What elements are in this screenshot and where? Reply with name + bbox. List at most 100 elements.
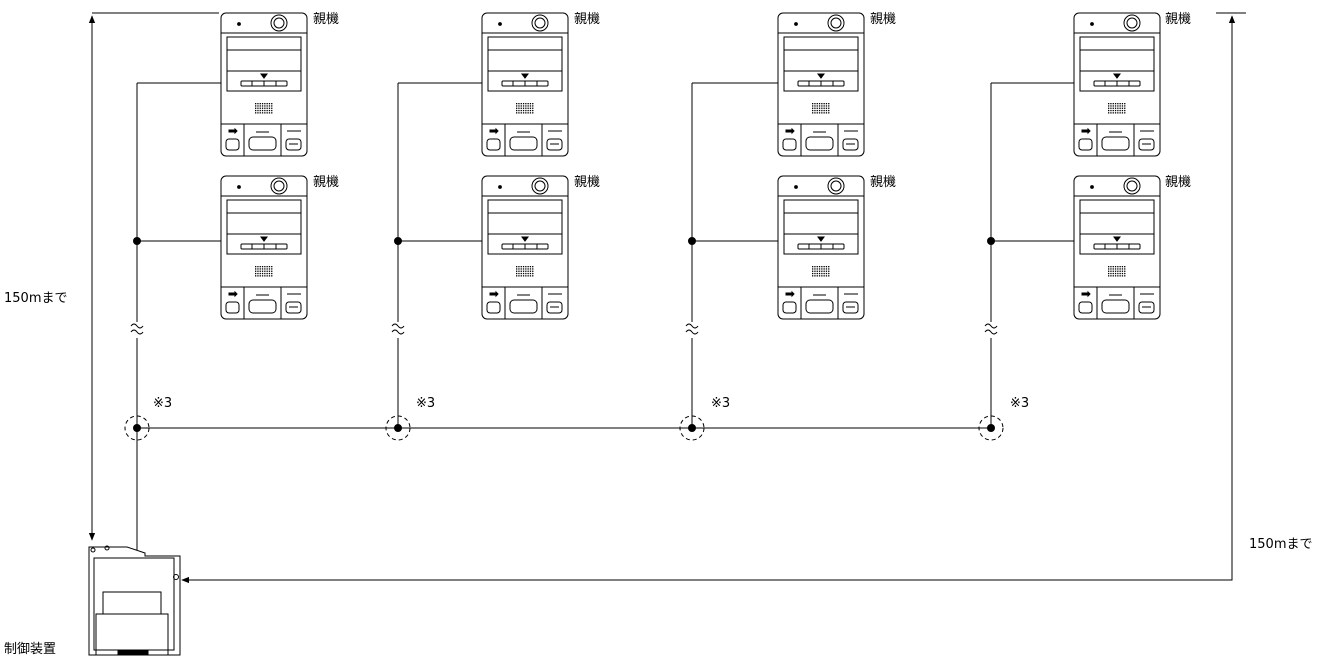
speaker-hole xyxy=(522,275,525,277)
speaker-hole xyxy=(814,105,816,107)
key-icon xyxy=(785,290,795,298)
master-unit-label: 親機 xyxy=(313,12,340,27)
speaker-hole xyxy=(1121,268,1124,270)
speaker-hole xyxy=(261,272,264,275)
speaker-hole xyxy=(257,105,259,107)
speaker-hole xyxy=(532,272,534,275)
speaker-hole xyxy=(255,270,257,272)
speaker-hole xyxy=(1117,266,1119,268)
speaker-hole xyxy=(268,266,271,268)
speaker-hole xyxy=(828,270,830,272)
speaker-hole xyxy=(532,112,534,114)
speaker-hole xyxy=(1121,107,1124,109)
speaker-hole xyxy=(522,105,525,107)
speaker-hole xyxy=(264,107,266,109)
junction-dot xyxy=(987,237,995,245)
key-icon xyxy=(489,290,499,298)
speaker-hole xyxy=(1117,272,1119,275)
speaker-hole xyxy=(259,268,261,270)
speaker-hole xyxy=(525,272,527,275)
speaker-hole xyxy=(1108,266,1110,268)
speaker-hole xyxy=(516,112,518,114)
speaker-hole xyxy=(828,109,830,112)
unit-led-dot xyxy=(794,185,798,189)
note-mark: ※3 xyxy=(711,396,731,411)
speaker-hole xyxy=(821,268,823,270)
speaker-hole xyxy=(264,105,266,107)
speaker-hole xyxy=(1110,272,1112,275)
speaker-hole xyxy=(1124,103,1126,105)
speaker-hole xyxy=(520,270,522,272)
speaker-hole xyxy=(1124,105,1126,107)
speaker-hole xyxy=(828,268,830,270)
speaker-hole xyxy=(1114,270,1117,272)
speaker-hole xyxy=(522,109,525,112)
speaker-hole xyxy=(1108,270,1110,272)
speaker-hole xyxy=(257,107,259,109)
speaker-hole xyxy=(1112,272,1114,275)
speaker-hole xyxy=(529,266,532,268)
speaker-hole xyxy=(529,275,532,277)
speaker-hole xyxy=(1119,272,1121,275)
speaker-hole xyxy=(516,266,518,268)
speaker-hole xyxy=(821,109,823,112)
speaker-hole xyxy=(814,107,816,109)
speaker-hole xyxy=(818,112,821,114)
speaker-hole xyxy=(518,270,520,272)
speaker-hole xyxy=(518,266,520,268)
speaker-hole xyxy=(1114,268,1117,270)
speaker-hole xyxy=(1112,103,1114,105)
speaker-hole xyxy=(823,270,825,272)
speaker-hole xyxy=(828,266,830,268)
speaker-hole xyxy=(1110,266,1112,268)
speaker-hole xyxy=(1108,268,1110,270)
speaker-hole xyxy=(1117,107,1119,109)
speaker-hole xyxy=(527,266,529,268)
speaker-hole xyxy=(518,275,520,277)
speaker-hole xyxy=(257,272,259,275)
speaker-hole xyxy=(1114,266,1117,268)
speaker-hole xyxy=(266,112,268,114)
speaker-hole xyxy=(1112,270,1114,272)
speaker-hole xyxy=(825,109,828,112)
speaker-hole xyxy=(823,272,825,275)
speaker-hole xyxy=(812,272,814,275)
speaker-hole xyxy=(818,103,821,105)
speaker-hole xyxy=(255,268,257,270)
speaker-hole xyxy=(1124,109,1126,112)
key-icon xyxy=(1081,290,1091,298)
speaker-hole xyxy=(271,268,273,270)
speaker-hole xyxy=(1112,268,1114,270)
unit-led-dot xyxy=(237,185,241,189)
speaker-hole xyxy=(261,107,264,109)
speaker-hole xyxy=(821,107,823,109)
speaker-hole xyxy=(823,266,825,268)
speaker-hole xyxy=(1124,266,1126,268)
speaker-hole xyxy=(261,266,264,268)
speaker-hole xyxy=(525,107,527,109)
speaker-hole xyxy=(271,112,273,114)
speaker-hole xyxy=(264,270,266,272)
master-unit xyxy=(1073,175,1161,320)
speaker-hole xyxy=(1114,272,1117,275)
unit-led-dot xyxy=(498,22,502,26)
unit-led-dot xyxy=(498,185,502,189)
speaker-hole xyxy=(532,266,534,268)
speaker-hole xyxy=(1119,109,1121,112)
speaker-hole xyxy=(1124,268,1126,270)
speaker-hole xyxy=(268,272,271,275)
speaker-hole xyxy=(516,109,518,112)
speaker-hole xyxy=(259,112,261,114)
speaker-hole xyxy=(816,105,818,107)
master-unit-label: 親機 xyxy=(574,12,601,27)
speaker-hole xyxy=(532,268,534,270)
speaker-hole xyxy=(259,109,261,112)
speaker-hole xyxy=(529,107,532,109)
speaker-hole xyxy=(823,268,825,270)
speaker-hole xyxy=(259,103,261,105)
speaker-hole xyxy=(1110,107,1112,109)
speaker-hole xyxy=(825,272,828,275)
screw xyxy=(104,545,110,551)
speaker-hole xyxy=(818,272,821,275)
speaker-hole xyxy=(271,107,273,109)
